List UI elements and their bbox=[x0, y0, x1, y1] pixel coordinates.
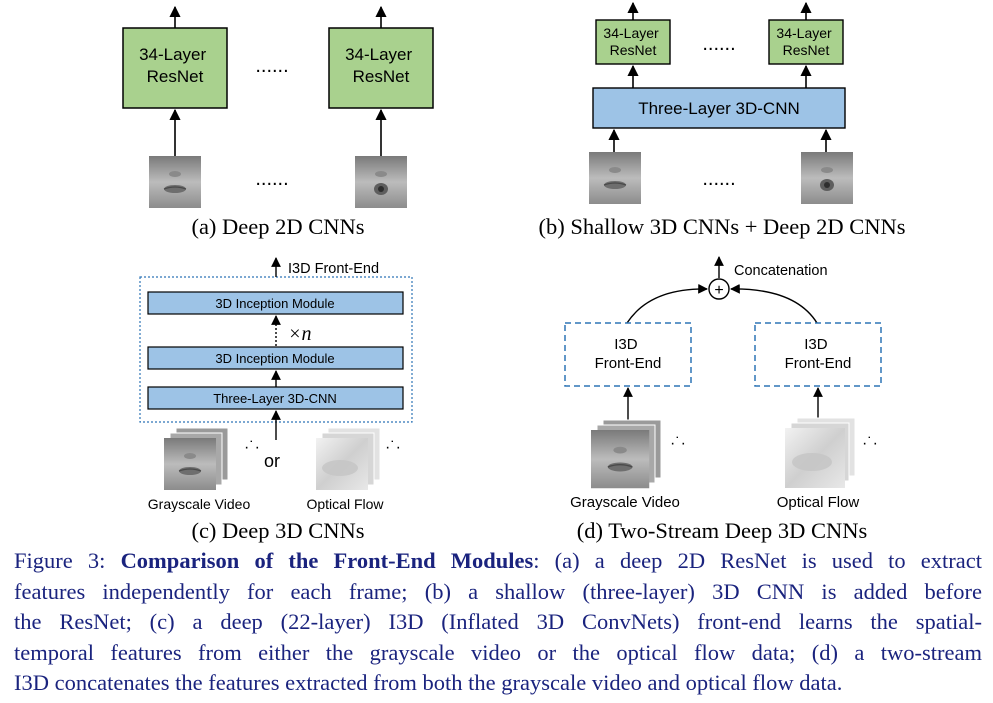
i3d-frontend-right-box bbox=[754, 322, 882, 387]
i3d-frontend-left-box bbox=[564, 322, 692, 387]
resnet-block-left bbox=[122, 27, 228, 109]
resnet-block-left-label: 34-Layer ResNet bbox=[603, 25, 662, 58]
panel-b: 34-Layer ResNet 34-Layer ResNet ...... T… bbox=[538, 1, 906, 239]
caption-line-4: temporal features from either the graysc… bbox=[14, 639, 982, 665]
ellipsis-frames-b: ...... bbox=[702, 168, 735, 190]
stream-right-arrow bbox=[730, 283, 818, 324]
inception-module-top bbox=[147, 291, 404, 315]
panel-c-caption: (c) Deep 3D CNNs bbox=[191, 518, 364, 543]
concatenation-label: Concatenation bbox=[734, 263, 828, 279]
three-layer-3d-cnn-block bbox=[592, 87, 846, 129]
concatenation-plus-symbol: + bbox=[714, 282, 723, 299]
resnet-label-line2: ResNet bbox=[147, 67, 204, 86]
inception-module-top-label: 3D Inception Module bbox=[215, 296, 334, 311]
caption-line-1-text: : (a) a deep 2D ResNet is used to extrac… bbox=[533, 548, 983, 573]
figure-diagram: 34-Layer ResNet 34-Layer ResNet ...... .… bbox=[122, 1, 906, 543]
panel-d: + Concatenation I3D Front-End I3D Front-… bbox=[564, 256, 882, 543]
optical-flow-stack-icon bbox=[785, 417, 856, 488]
resnet-label-line1: 34-Layer bbox=[139, 45, 206, 64]
three-layer-3d-cnn-label: Three-Layer 3D-CNN bbox=[213, 391, 337, 406]
face-frame-open-mouth-icon bbox=[355, 156, 407, 208]
ellipsis-blocks-a: ...... bbox=[255, 55, 288, 77]
panel-d-caption: (d) Two-Stream Deep 3D CNNs bbox=[577, 518, 867, 543]
optical-flow-stack-icon bbox=[316, 427, 381, 490]
three-layer-3d-cnn-label: Three-Layer 3D-CNN bbox=[638, 99, 800, 118]
three-layer-3d-cnn-block bbox=[147, 386, 404, 410]
repeat-n-label: ×n bbox=[288, 323, 312, 345]
caption-figure-label: Figure 3: bbox=[14, 548, 106, 573]
i3d-frontend-right-label: I3D Front-End bbox=[785, 336, 852, 372]
optical-flow-label: Optical Flow bbox=[306, 496, 384, 512]
resnet-block-right bbox=[768, 19, 844, 65]
ellipsis-frames-a: ...... bbox=[255, 168, 288, 190]
grayscale-video-label: Grayscale Video bbox=[148, 496, 251, 512]
frames-ellipsis-c-left: ·˙· bbox=[244, 439, 260, 456]
panel-c: I3D Front-End 3D Inception Module ×n 3D … bbox=[139, 257, 413, 543]
face-frame-open-mouth-icon bbox=[801, 152, 853, 204]
ellipsis-blocks-b: ...... bbox=[702, 33, 735, 55]
inception-module-bottom-label: 3D Inception Module bbox=[215, 351, 334, 366]
panel-a: 34-Layer ResNet 34-Layer ResNet ...... .… bbox=[122, 5, 434, 239]
panel-a-caption: (a) Deep 2D CNNs bbox=[191, 214, 364, 239]
resnet-block-right-label: 34-Layer ResNet bbox=[776, 25, 835, 58]
caption-title: Comparison of the Front-End Modules bbox=[120, 548, 534, 573]
face-frame-icon bbox=[148, 155, 202, 209]
inception-module-bottom bbox=[147, 346, 404, 370]
resnet-label-line1: 34-Layer bbox=[345, 45, 412, 64]
caption-line-5: I3D concatenates the features extracted … bbox=[14, 670, 843, 696]
resnet-block-right-label: 34-Layer ResNet bbox=[345, 45, 417, 86]
caption-line-3: the ResNet; (c) a deep (22-layer) I3D (I… bbox=[14, 609, 982, 635]
caption-line-2: features independently for each frame; (… bbox=[14, 578, 982, 604]
frames-ellipsis-c-right: ·˙· bbox=[385, 439, 401, 456]
panel-b-caption: (b) Shallow 3D CNNs + Deep 2D CNNs bbox=[538, 214, 905, 239]
caption-line-1: Figure 3: Comparison of the Front-End Mo… bbox=[14, 546, 982, 577]
grayscale-video-stack-icon bbox=[163, 427, 229, 491]
frames-ellipsis-d-left: ·˙· bbox=[670, 435, 686, 452]
stream-left-arrow bbox=[626, 283, 708, 324]
resnet-label-line2: ResNet bbox=[353, 67, 410, 86]
face-frame-icon bbox=[588, 151, 642, 205]
figure-caption: Figure 3: Comparison of the Front-End Mo… bbox=[14, 546, 982, 699]
grayscale-video-stack-icon bbox=[590, 419, 662, 489]
i3d-frontend-left-label: I3D Front-End bbox=[595, 336, 662, 372]
frames-ellipsis-d-right: ·˙· bbox=[862, 435, 878, 452]
resnet-block-left-label: 34-Layer ResNet bbox=[139, 45, 211, 86]
resnet-block-right bbox=[328, 27, 434, 109]
optical-flow-label: Optical Flow bbox=[777, 494, 860, 511]
i3d-frontend-label: I3D Front-End bbox=[288, 261, 379, 277]
or-label: or bbox=[264, 451, 280, 471]
grayscale-video-label: Grayscale Video bbox=[570, 494, 680, 511]
concatenation-plus-icon bbox=[708, 278, 730, 300]
resnet-block-left bbox=[595, 19, 671, 65]
